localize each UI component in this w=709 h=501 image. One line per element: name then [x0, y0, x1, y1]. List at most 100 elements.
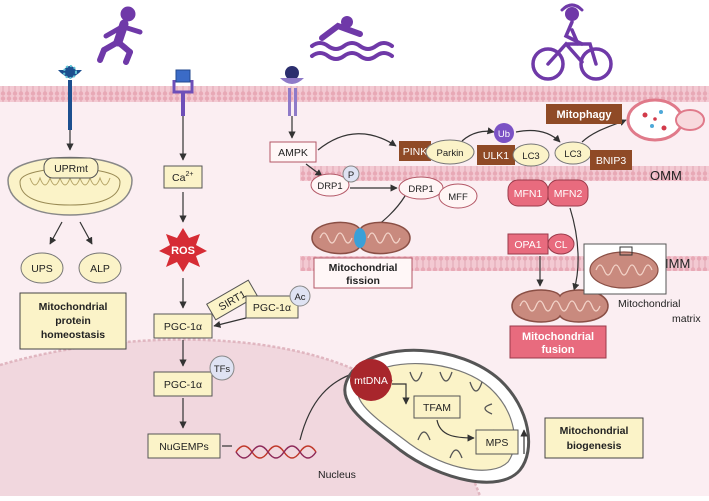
- ups-label: UPS: [31, 263, 53, 275]
- ups-node: [20, 252, 64, 284]
- mtdna-label: mtDNA: [354, 375, 388, 387]
- protein-homeostasis-line1: Mitochondrial: [39, 301, 108, 313]
- arrow-uprmt-alp: [79, 221, 93, 245]
- drp1-a-node: [310, 173, 350, 197]
- biogenesis-box: [544, 417, 644, 459]
- matrix-line1: Mitochondrial: [618, 298, 680, 310]
- protein-homeostasis-line2: protein: [55, 315, 91, 327]
- cycling-icon: [531, 3, 613, 81]
- ros-label: ROS: [171, 245, 195, 257]
- bnip3-box: [590, 150, 632, 170]
- mps-label: MPS: [486, 437, 509, 449]
- parkin-node: [425, 139, 475, 165]
- pgc-box-2: [153, 371, 213, 397]
- matrix-line2: matrix: [672, 313, 701, 325]
- nugemps-box: [147, 433, 221, 459]
- fission-line1: Mitochondrial: [329, 262, 398, 274]
- ulk1-box: [477, 145, 515, 165]
- lc3-b-label: LC3: [564, 149, 581, 160]
- running-icon: [97, 6, 143, 65]
- mff-node: [438, 183, 478, 209]
- alp-label: ALP: [90, 263, 110, 275]
- arrow-uprmt-ups: [49, 221, 63, 245]
- pgc-label-1: PGC-1α: [164, 321, 202, 333]
- ampk-label: AMPK: [278, 147, 308, 159]
- tfam-label: TFAM: [423, 402, 451, 414]
- tfs-tag: [209, 355, 235, 381]
- mitophagy-box: [546, 104, 622, 124]
- arrow-parkin-ub: [461, 127, 495, 142]
- fusion-box: [509, 325, 607, 359]
- fission-mitochondrion: [311, 221, 411, 255]
- ac-tag: [289, 285, 311, 307]
- plasma-membrane: [0, 86, 709, 102]
- p-tag: [342, 165, 360, 183]
- fusion-line1: Mitochondrial: [522, 331, 594, 343]
- ac-label: Ac: [294, 292, 305, 303]
- autophagosome-icon: [626, 98, 705, 142]
- receptor-3: [280, 66, 304, 116]
- imm-label: IMM: [665, 256, 690, 271]
- protein-homeostasis-line3: homeostasis: [41, 329, 105, 341]
- mfn1-label: MFN1: [514, 188, 543, 200]
- opa1-label: OPA1: [514, 239, 541, 251]
- pink-box: [399, 141, 431, 161]
- mps-box: [475, 429, 519, 455]
- fusion-mitochondrion: [511, 289, 609, 323]
- matrix-mitochondrion: [589, 246, 659, 289]
- lc3-a-label: LC3: [522, 151, 539, 162]
- arrow-mfn-fusion: [569, 207, 580, 291]
- biogenesis-line2: biogenesis: [567, 440, 622, 452]
- fusion-line2: fusion: [542, 344, 575, 356]
- mitophagy-label: Mitophagy: [557, 109, 613, 121]
- uprmt-label: UPRmt: [54, 163, 88, 175]
- ca-label: Ca2+: [172, 171, 193, 184]
- tfs-label: TFs: [214, 364, 231, 375]
- ub-label: Ub: [498, 129, 510, 140]
- pgc-box-1: [153, 313, 213, 339]
- ub-tag: [494, 123, 514, 143]
- arrow-pgcac-pgc: [213, 317, 247, 328]
- omm-label: OMM: [650, 168, 682, 183]
- cl-node: [547, 233, 575, 255]
- cl-label: CL: [555, 240, 568, 251]
- pgc-ac-box: [245, 295, 299, 319]
- nucleus-label: Nucleus: [318, 469, 356, 481]
- arrow-mtdna-tfam: [392, 383, 410, 405]
- pgc-ac-label: PGC-1α: [253, 302, 291, 314]
- arrow-ampk-pink: [317, 133, 397, 151]
- p-label: P: [348, 170, 354, 181]
- bnip3-label: BNIP3: [596, 155, 627, 167]
- ulk1-label: ULK1: [483, 150, 509, 162]
- fission-line2: fission: [346, 275, 380, 287]
- mff-label: MFF: [448, 192, 468, 203]
- drp1-b-label: DRP1: [408, 184, 433, 195]
- mfn2-box: [547, 179, 589, 207]
- swimming-icon: [310, 16, 394, 61]
- alp-node: [78, 252, 122, 284]
- biogenesis-line1: Mitochondrial: [560, 425, 629, 437]
- ca-box: [163, 165, 203, 189]
- outer-mitochondrial-membrane: [300, 166, 709, 181]
- pink-label: PINK: [403, 146, 428, 158]
- arrow-tfam-mps: [436, 419, 475, 442]
- tfam-box: [413, 395, 461, 419]
- receptor-1: [58, 65, 82, 130]
- drp1-a-label: DRP1: [317, 181, 342, 192]
- lc3-a-node: [512, 143, 550, 167]
- arrow-ub-lc3: [515, 129, 561, 143]
- ampk-box: [269, 141, 317, 163]
- arrow-lc3-mitophagy: [581, 119, 627, 143]
- fission-box: [313, 257, 413, 289]
- protein-homeostasis-box: [19, 292, 127, 350]
- nugemps-label: NuGEMPs: [159, 441, 209, 453]
- mfn2-label: MFN2: [554, 188, 583, 200]
- dna-icon: [235, 445, 317, 459]
- arrow-ampk-drp1: [305, 163, 323, 177]
- ros-burst: [159, 228, 207, 272]
- mtdna-node: [350, 359, 392, 401]
- parkin-label: Parkin: [437, 148, 464, 159]
- uprmt-box: [43, 157, 99, 179]
- receptor-2: [172, 69, 194, 116]
